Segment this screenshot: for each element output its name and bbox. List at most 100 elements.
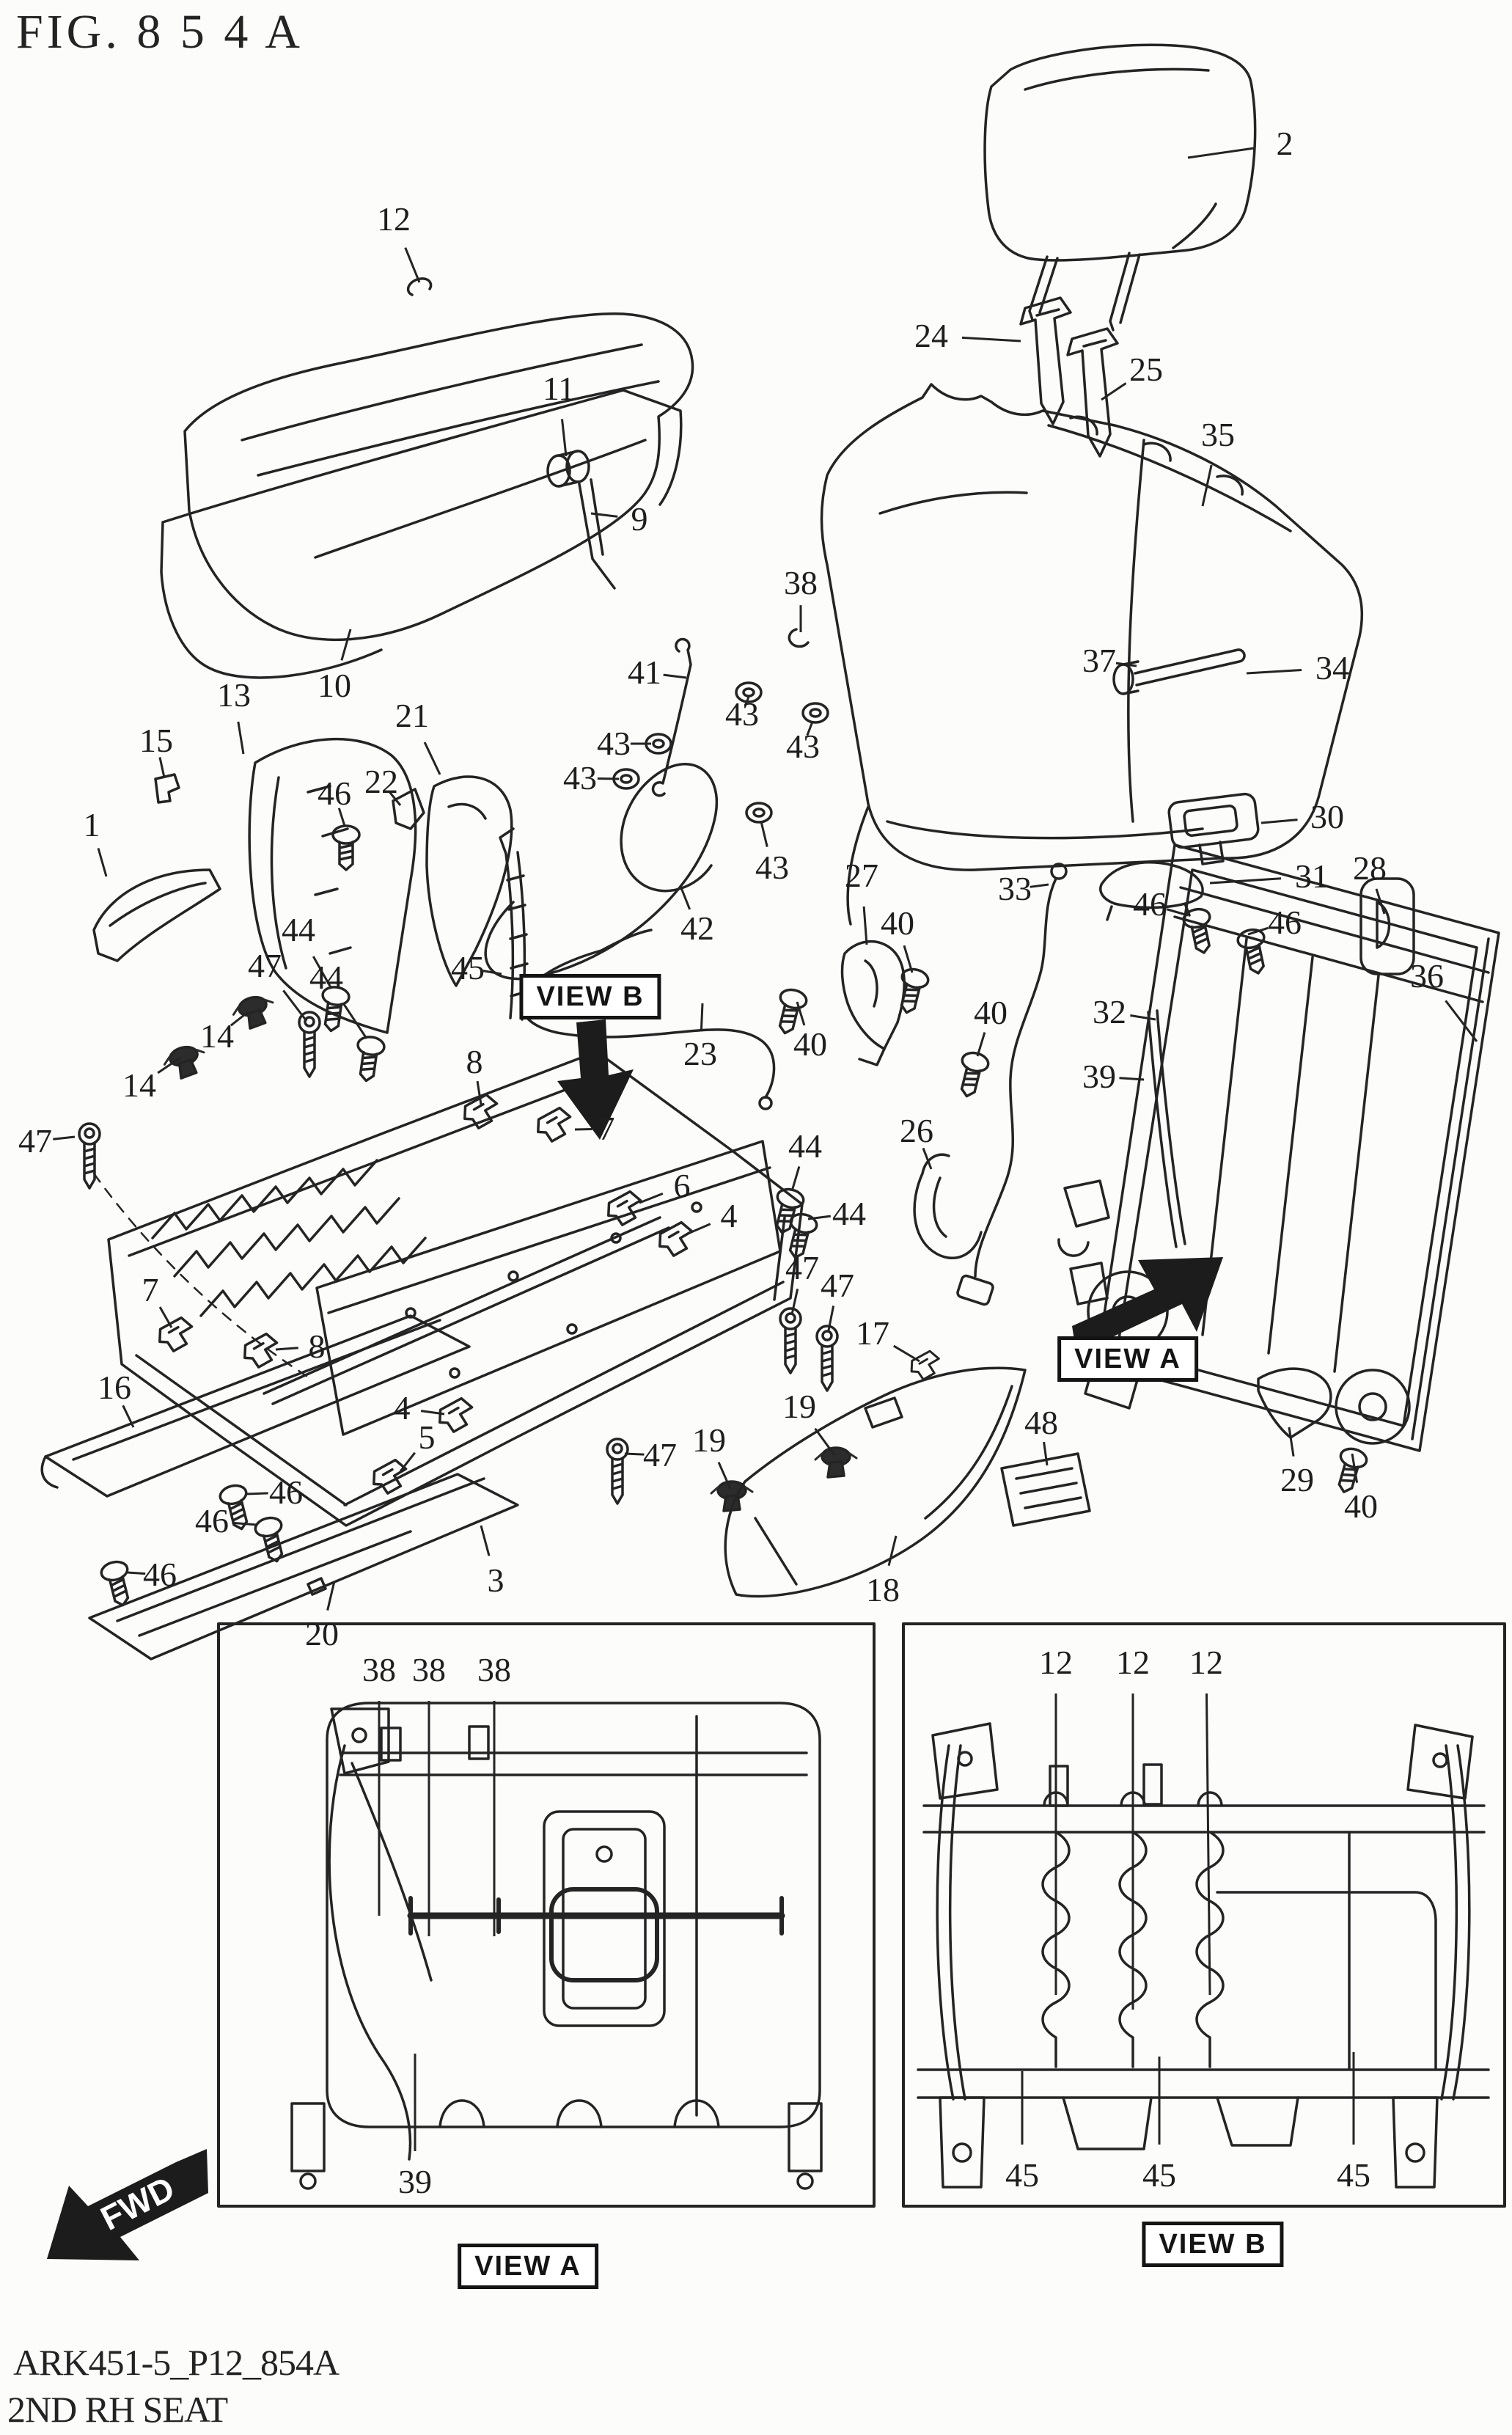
leader-line bbox=[1445, 1000, 1478, 1042]
callout-48: 48 bbox=[1024, 1404, 1058, 1441]
callout-15: 15 bbox=[139, 722, 173, 759]
callout-28: 28 bbox=[1353, 849, 1387, 887]
leader-line bbox=[1201, 464, 1213, 507]
leader-line bbox=[97, 848, 108, 877]
callout-7: 7 bbox=[142, 1271, 159, 1308]
callout-47: 47 bbox=[18, 1122, 52, 1160]
leader-line bbox=[326, 1581, 336, 1611]
callout-23: 23 bbox=[683, 1035, 717, 1072]
leader-line bbox=[1101, 382, 1127, 401]
leader-line bbox=[340, 629, 352, 661]
view-a-tag: VIEW A bbox=[1057, 1336, 1198, 1382]
latch-and-harness bbox=[771, 863, 1068, 1306]
callout-20: 20 bbox=[305, 1615, 339, 1652]
leader-line bbox=[679, 885, 691, 910]
leader-line bbox=[663, 673, 687, 679]
leader-line bbox=[1115, 662, 1137, 667]
leader-line bbox=[399, 1451, 416, 1472]
callout-12: 12 bbox=[1189, 1644, 1223, 1681]
callout-17: 17 bbox=[856, 1314, 889, 1352]
callout-11: 11 bbox=[542, 370, 576, 407]
leader-line bbox=[790, 1166, 801, 1192]
callout-14: 14 bbox=[200, 1017, 234, 1055]
callout-45: 45 bbox=[1337, 2156, 1370, 2194]
leader-line bbox=[814, 1427, 836, 1456]
leader-line bbox=[922, 1147, 933, 1170]
callout-45: 45 bbox=[451, 949, 485, 986]
leader-line bbox=[1260, 819, 1298, 824]
callout-36: 36 bbox=[1410, 957, 1444, 995]
leader-line bbox=[760, 821, 768, 847]
figure-title: FIG. 8 5 4 A bbox=[16, 5, 304, 59]
leader-line bbox=[476, 1080, 482, 1105]
leader-line bbox=[157, 1056, 181, 1074]
leader-line bbox=[1205, 1693, 1211, 1996]
leader-line bbox=[807, 1215, 831, 1220]
leader-line bbox=[312, 956, 333, 989]
view-a-arrow-icon bbox=[1072, 1257, 1223, 1354]
callout-46: 46 bbox=[195, 1502, 229, 1539]
leader-line bbox=[790, 1289, 799, 1315]
leader-line bbox=[1375, 888, 1386, 915]
callout-12: 12 bbox=[1039, 1644, 1073, 1681]
callout-43: 43 bbox=[597, 725, 631, 762]
callout-14: 14 bbox=[122, 1066, 156, 1104]
leader-line bbox=[862, 906, 868, 945]
leader-line bbox=[687, 1223, 711, 1235]
callout-26: 26 bbox=[900, 1112, 933, 1149]
callout-12: 12 bbox=[1116, 1644, 1150, 1681]
callout-38: 38 bbox=[784, 564, 818, 601]
leader-line bbox=[230, 1011, 249, 1027]
callout-4: 4 bbox=[720, 1197, 738, 1234]
leader-line bbox=[1209, 877, 1282, 885]
leader-line bbox=[404, 247, 421, 283]
callout-39: 39 bbox=[1082, 1058, 1116, 1095]
callout-40: 40 bbox=[793, 1025, 827, 1063]
callout-42: 42 bbox=[680, 909, 714, 947]
leader-line bbox=[961, 336, 1021, 343]
callout-30: 30 bbox=[1310, 798, 1344, 835]
view-a-inset-tag: VIEW A bbox=[458, 2244, 598, 2289]
leader-line bbox=[639, 1192, 664, 1204]
callout-46: 46 bbox=[269, 1473, 303, 1511]
inset-view-a bbox=[217, 1622, 876, 2208]
callout-29: 29 bbox=[1280, 1461, 1314, 1498]
callout-46: 46 bbox=[1133, 885, 1167, 923]
seat-cushion bbox=[160, 277, 694, 679]
callout-43: 43 bbox=[725, 695, 759, 733]
view-b-tag: VIEW B bbox=[519, 974, 661, 1019]
leader-line bbox=[717, 1462, 732, 1490]
grommet-38 bbox=[788, 628, 810, 648]
side-shield bbox=[724, 1366, 1091, 1598]
leader-line bbox=[282, 989, 308, 1022]
callout-38: 38 bbox=[362, 1651, 396, 1688]
callout-8: 8 bbox=[466, 1043, 483, 1080]
leader-line bbox=[337, 808, 346, 827]
callout-19: 19 bbox=[692, 1421, 726, 1459]
callout-43: 43 bbox=[786, 728, 820, 765]
callout-47: 47 bbox=[248, 947, 282, 984]
leader-line bbox=[246, 1492, 268, 1495]
leader-line bbox=[158, 757, 166, 778]
callout-31: 31 bbox=[1295, 857, 1329, 895]
leader-line bbox=[806, 721, 814, 736]
callout-46: 46 bbox=[143, 1556, 177, 1593]
leader-line bbox=[122, 1405, 135, 1428]
leader-line bbox=[976, 1032, 986, 1057]
view-b-arrow-icon bbox=[557, 1019, 634, 1140]
callout-47: 47 bbox=[821, 1267, 854, 1304]
callout-44: 44 bbox=[788, 1127, 822, 1165]
callout-2: 2 bbox=[1276, 125, 1293, 162]
leader-line bbox=[903, 945, 914, 973]
leader-line bbox=[1247, 926, 1269, 936]
callout-5: 5 bbox=[418, 1418, 436, 1456]
callout-3: 3 bbox=[487, 1561, 504, 1599]
callout-22: 22 bbox=[364, 763, 398, 800]
leader-line bbox=[389, 791, 402, 806]
callout-40: 40 bbox=[974, 994, 1008, 1031]
footer-seat-name: 2ND RH SEAT bbox=[7, 2389, 228, 2430]
leader-line bbox=[480, 1525, 491, 1556]
